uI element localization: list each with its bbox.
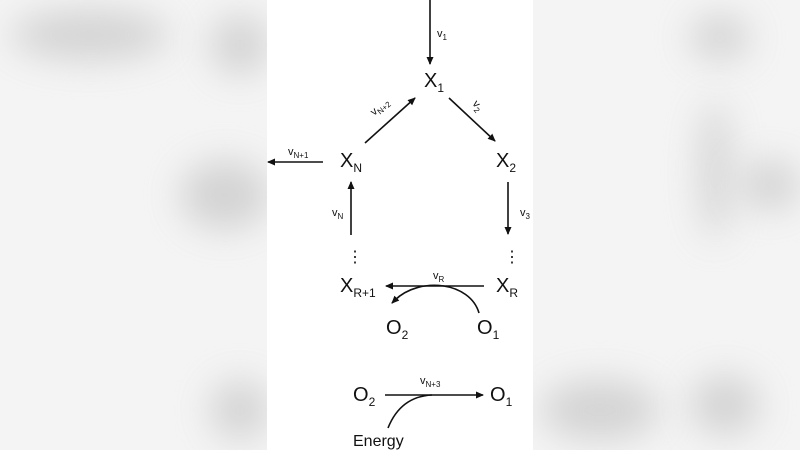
arrow-vN2 (364, 97, 416, 144)
label-vN2: vN+2 (368, 96, 393, 120)
node-xr: XR (496, 275, 518, 300)
label-vN3: vN+3 (420, 375, 441, 389)
node-xn: XN (340, 150, 362, 175)
node-xr1: XR+1 (340, 275, 376, 300)
arrow-v2 (448, 97, 496, 142)
ellipsis-left: ⋮ (347, 249, 363, 266)
label-vN: vN (332, 207, 344, 221)
label-vN1: vN+1 (288, 146, 309, 160)
diagram-panel (267, 0, 533, 450)
label-energy: Energy (353, 433, 404, 450)
energy-coupling-curve (387, 394, 433, 429)
node-o2-lower: O2 (353, 384, 376, 409)
node-o2-upper: O2 (386, 317, 409, 342)
node-o1-upper: O1 (477, 317, 500, 342)
node-o1-lower: O1 (490, 384, 513, 409)
label-v2: v2 (468, 98, 485, 115)
label-vR: vR (433, 270, 445, 284)
label-v1: v1 (437, 28, 448, 42)
coupling-curve-vR (391, 284, 480, 314)
label-v3: v3 (520, 207, 531, 221)
node-x1: X1 (424, 70, 444, 95)
ellipsis-right: ⋮ (504, 249, 520, 266)
node-x2: X2 (496, 150, 516, 175)
